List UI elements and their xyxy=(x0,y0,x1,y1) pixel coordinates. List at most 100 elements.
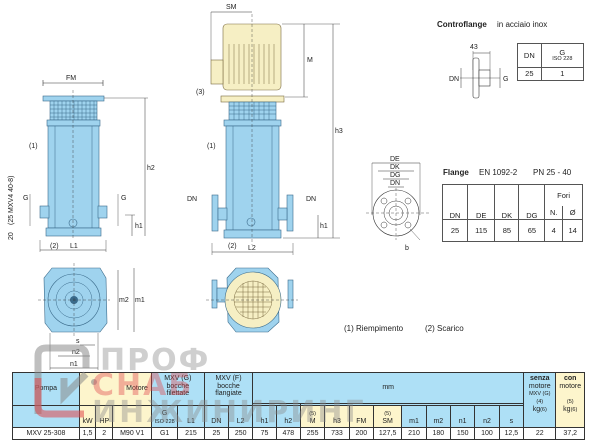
header-l1: L1 xyxy=(177,405,205,428)
flange-standard: EN 1092-2 xyxy=(479,168,518,177)
header-n1: n1 xyxy=(449,405,476,428)
pump-front-view-threaded: FM h2 h1 G G L1 (1) (2) 20 (25 MXV4 40 xyxy=(8,75,155,252)
cell-m1: 210 xyxy=(401,426,427,441)
dim-g-left-label: G xyxy=(23,195,28,202)
cell-kw: 1,5 xyxy=(78,426,97,441)
con-unit-note: (6) xyxy=(570,406,578,413)
senza-line2: motore xyxy=(528,382,551,390)
dim-25-label: (25 MXV4 40-8) xyxy=(8,176,15,225)
dim-s-label: s xyxy=(76,338,80,345)
dim-g-right-label: G xyxy=(121,195,126,202)
pump-data-table: Pompa Motore MXV (G) bocche filettate MX… xyxy=(12,371,585,441)
dim-dn-right-label: DN xyxy=(306,196,316,203)
g-iso: ISO 228 xyxy=(154,419,175,426)
note-1-label: (1) xyxy=(29,143,38,150)
counterflange-title: Controflange xyxy=(437,20,487,29)
mxv-g-line2: bocche xyxy=(166,382,190,390)
header-m: (5)M xyxy=(299,405,326,428)
header-con-motore: con motore (5) kg(6) xyxy=(555,372,585,428)
mxv-f-line1: MXV (F) xyxy=(215,375,242,382)
sm-note: (5) xyxy=(384,411,392,418)
dim-h1-label: h1 xyxy=(135,223,143,230)
mxv-f-line3: flangiate xyxy=(215,390,242,398)
header-motore-sub xyxy=(112,405,152,428)
dim-20-label: 20 xyxy=(8,232,15,240)
cell-h1: 75 xyxy=(252,426,277,441)
con-line2: motore xyxy=(559,382,582,390)
header-dn: DN xyxy=(203,405,230,428)
cell-s: 12,5 xyxy=(498,426,525,441)
cell-h3: 733 xyxy=(324,426,350,441)
cell-l1: 215 xyxy=(177,426,205,441)
cell-l2: 250 xyxy=(227,426,254,441)
header-motore: Motore xyxy=(78,371,152,407)
fl-header-de: DE xyxy=(466,184,496,220)
fl-cell-dg: 65 xyxy=(518,219,546,242)
header-fm: FM xyxy=(348,405,374,428)
header-m2: m2 xyxy=(425,405,452,428)
senza-note: (4) xyxy=(536,399,544,406)
dim-h2-label: h2 xyxy=(147,165,155,172)
dim-m1-label: m1 xyxy=(135,297,145,304)
fl-header-dg: DG xyxy=(518,184,546,220)
cell-kg-senza: 22 xyxy=(523,426,557,441)
header-h2: h2 xyxy=(275,405,301,428)
cell-n1: 150 xyxy=(449,426,476,441)
cf-header-iso: ISO 228 xyxy=(552,55,573,62)
m-note: (5) xyxy=(309,411,316,418)
counterflange-drawing: 43 DN G xyxy=(449,44,508,99)
header-hp: HP xyxy=(95,405,114,428)
legend-drain: (2) Scarico xyxy=(425,324,464,333)
table-row: MXV 25-308 1,5 2 M90 V1 G1 215 25 250 75… xyxy=(12,426,585,441)
cell-n2: 100 xyxy=(474,426,500,441)
fl-header-dn: DN xyxy=(442,184,468,220)
header-l2: L2 xyxy=(227,405,254,428)
mxv-g-line3: filettate xyxy=(166,390,190,398)
fl-cell-de: 115 xyxy=(466,219,496,242)
fl-header-dk: DK xyxy=(494,184,520,220)
cell-hp: 2 xyxy=(95,426,114,441)
header-s: s xyxy=(498,405,525,428)
dim-dn-cf-label: DN xyxy=(449,76,459,83)
header-mm: mm xyxy=(252,371,525,405)
cell-motore: M90 V1 xyxy=(112,426,152,441)
header-h3: h3 xyxy=(324,405,350,428)
header-pompa-sub xyxy=(12,405,80,428)
counterflange-subtitle: in acciaio inox xyxy=(497,20,547,29)
header-m1: m1 xyxy=(401,405,427,428)
cell-m: 255 xyxy=(299,426,326,441)
cell-sm: 127,5 xyxy=(372,426,403,441)
flange-drawing: DE DK DG DN b xyxy=(366,156,430,252)
cell-kg-con: 37,2 xyxy=(555,426,585,441)
fl-cell-dn: 25 xyxy=(442,219,468,242)
dim-h1-right-label: h1 xyxy=(320,223,328,230)
dim-sm-label: SM xyxy=(226,4,237,11)
flange-title: Flange xyxy=(443,168,469,177)
pump-top-view-motor xyxy=(206,267,298,333)
g-label: G xyxy=(161,410,168,418)
dim-dk-label: DK xyxy=(390,164,400,171)
dim-m2-label: m2 xyxy=(119,297,129,304)
header-sm: (5)SM xyxy=(372,405,403,428)
pump-top-view-base: m2 m1 s n2 n1 xyxy=(38,263,145,370)
dim-h3-label: h3 xyxy=(335,128,343,135)
cell-dn: 25 xyxy=(203,426,230,441)
fl-cell-dia: 14 xyxy=(562,219,583,242)
header-senza-motore: senza motore MXV (G) (4) kg(6) xyxy=(523,372,557,428)
dim-dn-fl-label: DN xyxy=(390,180,400,187)
mxv-g-line1: MXV (G) xyxy=(164,375,192,382)
mxv-f-line2: bocche xyxy=(217,382,240,390)
header-kw: kW xyxy=(78,405,97,428)
senza-line3: MXV (G) xyxy=(529,391,551,398)
cf-header-dn: DN xyxy=(517,43,542,68)
cell-fm: 200 xyxy=(348,426,374,441)
header-n2: n2 xyxy=(474,405,500,428)
header-mxv-g: MXV (G) bocche filettate xyxy=(150,371,205,407)
dim-b-label: b xyxy=(405,245,409,252)
senza-unit-note: (6) xyxy=(540,406,547,413)
cell-m2: 180 xyxy=(425,426,452,441)
dim-n2-label: n2 xyxy=(72,349,80,356)
header-pompa: Pompa xyxy=(12,371,80,407)
